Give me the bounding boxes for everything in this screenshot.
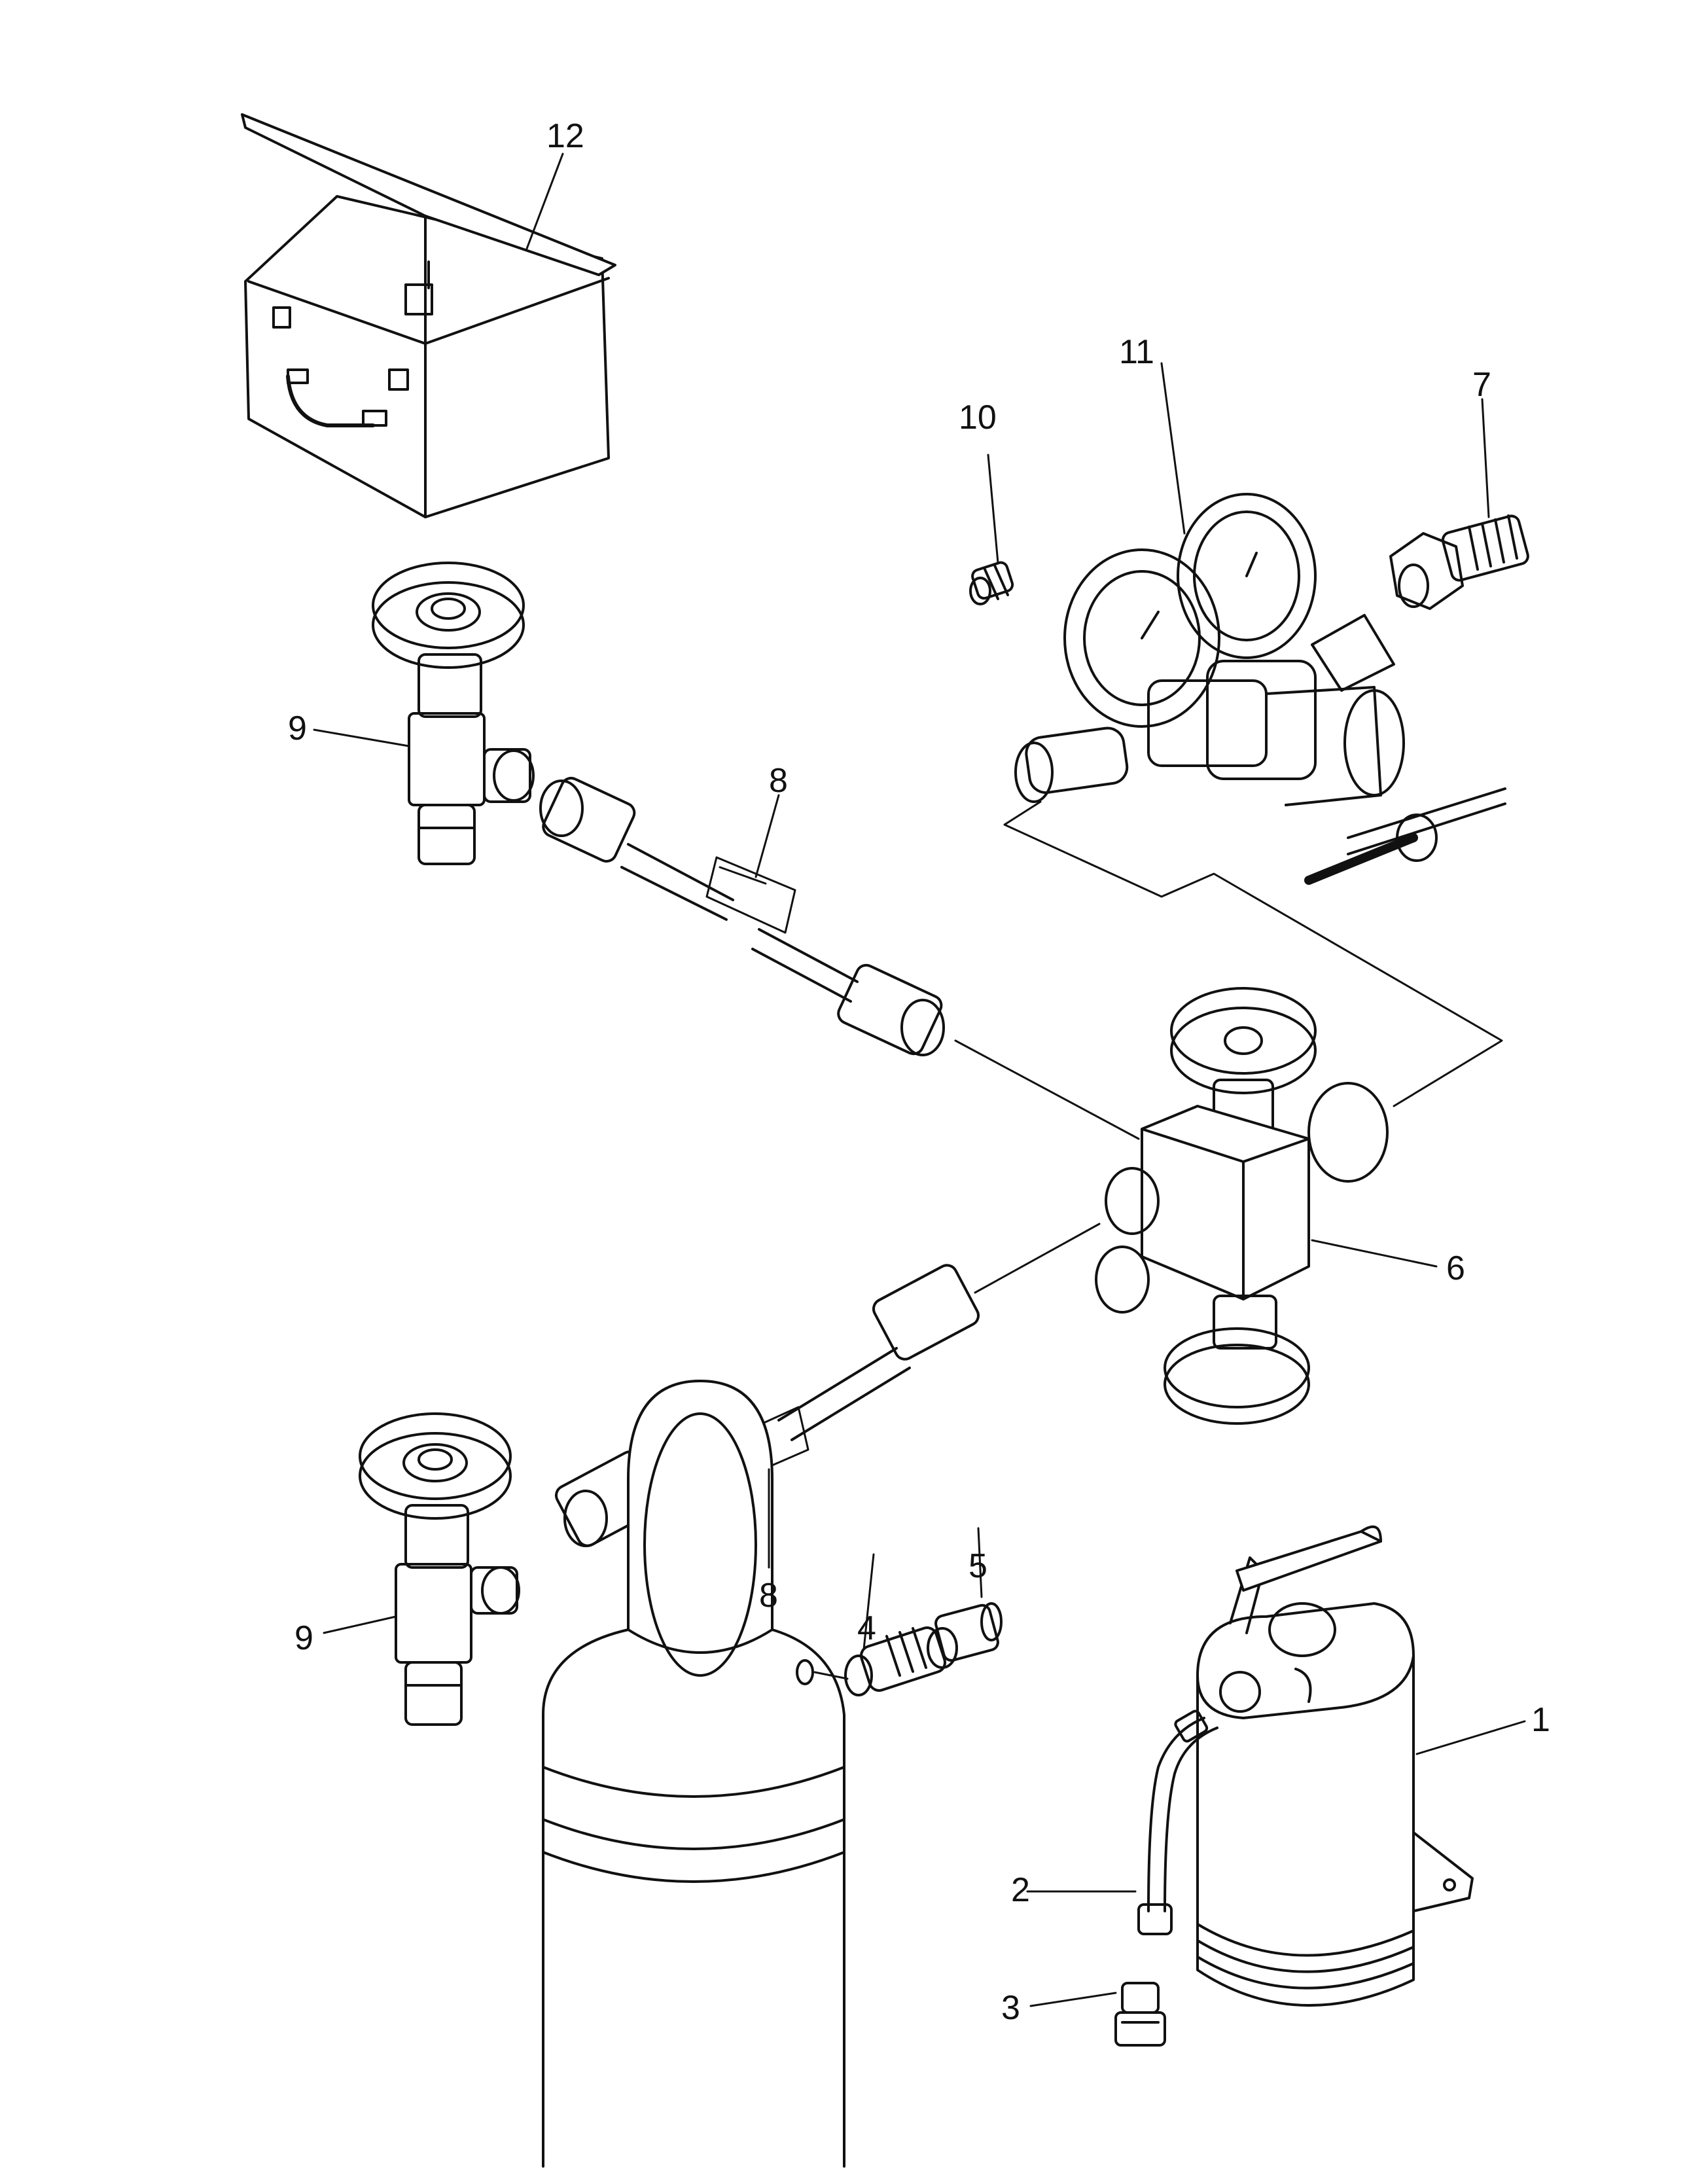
callout-hose-lower: 8 xyxy=(759,1577,778,1615)
connecting-tube xyxy=(1139,1710,1217,1934)
callout-pump: 1 xyxy=(1531,1701,1550,1739)
callout-quick-coupler: 4 xyxy=(857,1609,876,1647)
callout-nipple: 5 xyxy=(969,1547,987,1585)
storage-box xyxy=(242,115,615,517)
pressure-regulator xyxy=(1016,494,1505,880)
hose-upper xyxy=(540,775,944,1057)
quick-coupler xyxy=(845,1625,948,1695)
callout-box: 12 xyxy=(546,117,584,155)
callout-hose-upper: 8 xyxy=(769,762,788,800)
leader-lines xyxy=(313,152,1526,2007)
hand-valve-upper xyxy=(373,563,533,864)
callout-tube: 2 xyxy=(1011,1871,1030,1909)
small-fitting xyxy=(970,561,1014,604)
callout-labels: 12 10 11 7 9 8 6 8 4 5 9 1 2 3 xyxy=(288,117,1550,2027)
callout-adapter: 7 xyxy=(1472,366,1491,404)
callout-valve-upper: 9 xyxy=(288,709,307,747)
nipple-fitting xyxy=(928,1603,1001,1668)
callout-valve-lower: 9 xyxy=(294,1619,313,1657)
threaded-adapter xyxy=(1391,514,1530,609)
callout-end-fitting: 3 xyxy=(1001,1989,1020,2027)
hand-valve-lower xyxy=(360,1414,519,1725)
callout-small-fitting: 10 xyxy=(959,399,997,437)
hand-pump xyxy=(1198,1527,1472,2005)
callout-manifold: 6 xyxy=(1446,1249,1465,1287)
callout-regulator: 11 xyxy=(1119,333,1154,371)
manifold-block xyxy=(1096,988,1387,1423)
gas-cylinder xyxy=(543,1381,844,2166)
end-fitting xyxy=(1116,1983,1165,2045)
